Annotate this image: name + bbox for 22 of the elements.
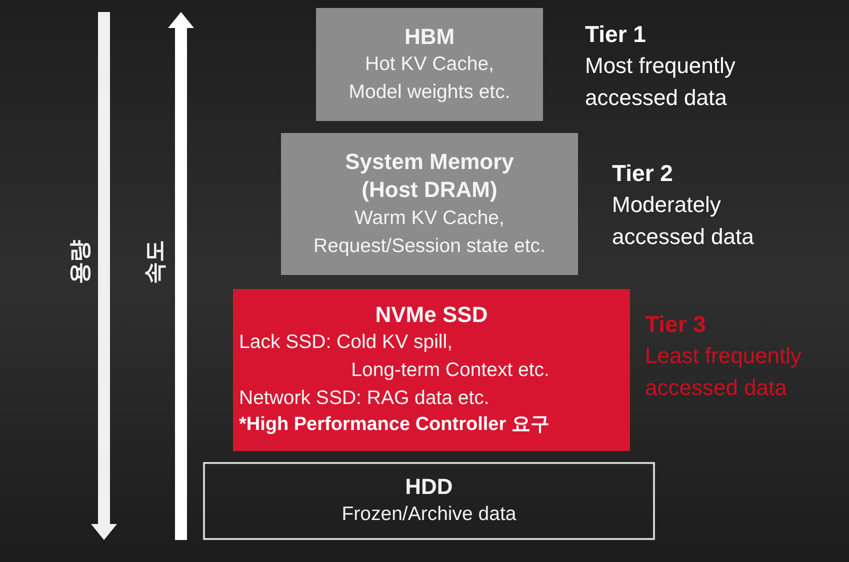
tier-note: Moderately accessed data [612,190,755,251]
tier-label: Tier 1 [585,20,647,49]
tier-box [203,462,655,540]
tier-title: HBM [404,22,455,51]
note-text: *High Performance Controller 요구 [239,413,550,438]
tier-description: Network SSD: RAG data etc. [239,386,490,411]
tier-label: Tier 3 [645,310,707,339]
tier-title: HDD [405,472,453,501]
tier-title: System Memory (Host DRAM) [344,148,515,204]
tier-description: Frozen/Archive data [342,502,516,528]
axis-label: 용량 [66,240,93,284]
tier-description: Warm KV Cache, Request/Session state etc. [312,206,546,259]
tier-label: Tier 2 [612,159,674,188]
tier-box [316,8,543,121]
tier-note: Most frequently accessed data [585,52,736,112]
tier-description: Lack SSD: Cold KV spill, Long-term Context etc. [239,330,550,383]
tier-title: NVMe SSD [375,300,488,329]
tier-description: Hot KV Cache, Model weights etc. [348,52,512,105]
tier-box [281,133,578,275]
axis-label: 속도 [141,240,168,284]
tier-note: Least frequently accessed data [645,342,803,402]
tier-box [233,289,630,451]
